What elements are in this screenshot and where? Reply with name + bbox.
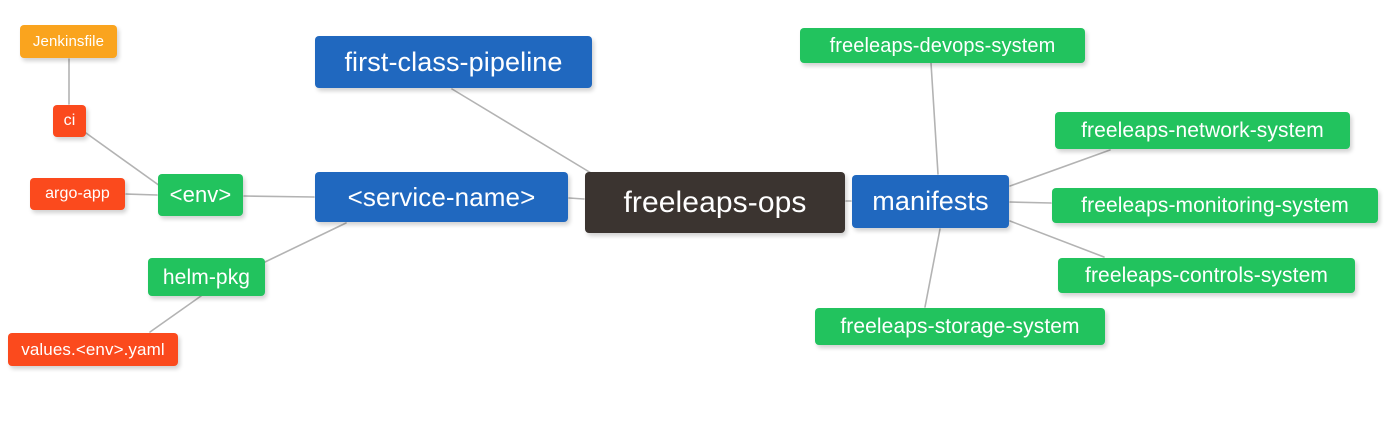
edge-service-name-to-env <box>243 195 315 198</box>
node-label: ci <box>63 112 76 129</box>
mindmap-node-argo-app[interactable]: argo-app <box>30 178 125 210</box>
node-label: <env> <box>169 182 232 207</box>
edge-env-to-argo-app <box>125 193 158 196</box>
mindmap-node-ci[interactable]: ci <box>53 105 86 137</box>
node-label: Jenkinsfile <box>32 33 105 50</box>
edge-helm-pkg-to-values-env-yaml <box>149 295 202 333</box>
mindmap-node-env[interactable]: <env> <box>158 174 243 216</box>
edge-manifests-to-freeleaps-storage-system <box>924 228 941 308</box>
mindmap-node-helm-pkg[interactable]: helm-pkg <box>148 258 265 296</box>
node-label: helm-pkg <box>162 265 251 289</box>
edge-freeleaps-ops-to-service-name <box>568 197 585 200</box>
node-label: freeleaps-devops-system <box>829 34 1056 57</box>
node-label: freeleaps-controls-system <box>1085 264 1328 287</box>
edge-manifests-to-freeleaps-monitoring-system <box>1009 201 1052 204</box>
edge-freeleaps-ops-to-first-class-pipeline <box>451 88 597 177</box>
mindmap-node-values-env-yaml[interactable]: values.<env>.yaml <box>8 333 178 366</box>
node-label: argo-app <box>45 185 110 202</box>
mindmap-node-manifests[interactable]: manifests <box>852 175 1009 228</box>
node-label: <service-name> <box>347 182 536 212</box>
edge-service-name-to-helm-pkg <box>264 222 347 263</box>
edge-manifests-to-freeleaps-network-system <box>1009 149 1111 187</box>
edge-manifests-to-freeleaps-controls-system <box>1009 220 1105 258</box>
mindmap-node-freeleaps-controls-system[interactable]: freeleaps-controls-system <box>1058 258 1355 293</box>
node-label: manifests <box>872 186 989 216</box>
node-label: freeleaps-storage-system <box>840 315 1080 338</box>
mindmap-node-freeleaps-monitoring-system[interactable]: freeleaps-monitoring-system <box>1052 188 1378 223</box>
node-label: first-class-pipeline <box>344 46 563 77</box>
mindmap-node-Jenkinsfile[interactable]: Jenkinsfile <box>20 25 117 58</box>
node-label: freeleaps-monitoring-system <box>1081 194 1349 217</box>
mindmap-node-first-class-pipeline[interactable]: first-class-pipeline <box>315 36 592 88</box>
edge-manifests-to-freeleaps-devops-system <box>930 62 939 175</box>
mindmap-node-freeleaps-storage-system[interactable]: freeleaps-storage-system <box>815 308 1105 345</box>
mindmap-node-freeleaps-network-system[interactable]: freeleaps-network-system <box>1055 112 1350 149</box>
mindmap-node-freeleaps-ops[interactable]: freeleaps-ops <box>585 172 845 233</box>
node-label: freeleaps-network-system <box>1081 119 1324 142</box>
node-label: freeleaps-ops <box>623 185 807 219</box>
mindmap-node-freeleaps-devops-system[interactable]: freeleaps-devops-system <box>800 28 1085 63</box>
mindmap-node-service-name[interactable]: <service-name> <box>315 172 568 222</box>
node-label: values.<env>.yaml <box>21 340 165 359</box>
